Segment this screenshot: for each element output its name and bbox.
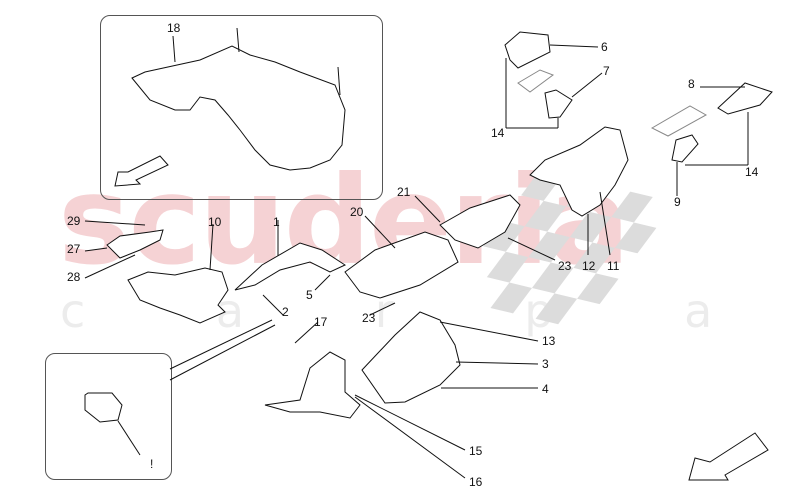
callout-2: 2 — [282, 305, 289, 319]
direction-arrow-icon — [688, 432, 769, 481]
top-inset-frame — [100, 15, 383, 200]
callout-23-right: 23 — [558, 259, 572, 273]
callout-15: 15 — [469, 444, 483, 458]
callout-28: 28 — [67, 270, 81, 284]
callout-21: 21 — [397, 185, 411, 199]
part-27-bracket — [106, 229, 164, 259]
callout-inset-truncated: ! — [150, 457, 154, 471]
callout-23-left: 23 — [362, 311, 376, 325]
callout-14-right: 14 — [745, 165, 759, 179]
callout-29: 29 — [67, 214, 81, 228]
callout-10: 10 — [208, 215, 222, 229]
callout-13: 13 — [542, 334, 556, 348]
callout-8: 8 — [688, 77, 695, 91]
callout-17: 17 — [314, 315, 328, 329]
callout-3: 3 — [542, 357, 549, 371]
callout-4: 4 — [542, 382, 549, 396]
callout-9: 9 — [674, 195, 681, 209]
callout-6: 6 — [601, 40, 608, 54]
part-11-heat-shield — [529, 126, 629, 217]
part-17-heat-shield — [264, 351, 361, 419]
direction-arrow-inset-icon — [114, 155, 169, 187]
bottom-left-inset-frame — [45, 353, 172, 480]
callout-18: 18 — [167, 21, 181, 35]
callout-5: 5 — [306, 288, 313, 302]
callout-20: 20 — [350, 205, 364, 219]
callout-11: 11 — [607, 259, 620, 273]
part-10-heat-shield — [127, 267, 229, 324]
callout-1: 1 — [273, 215, 280, 229]
callout-16: 16 — [469, 475, 483, 489]
part-21-heat-shield — [439, 194, 521, 249]
part-1-heat-shield — [234, 242, 347, 291]
part-18-underbody-panel — [131, 45, 346, 171]
part-20-heat-shield — [344, 231, 459, 299]
callout-27: 27 — [67, 242, 81, 256]
callout-7: 7 — [603, 64, 610, 78]
callout-12: 12 — [582, 259, 596, 273]
callout-14-left: 14 — [491, 126, 505, 140]
part-3-heat-shield — [361, 311, 461, 404]
